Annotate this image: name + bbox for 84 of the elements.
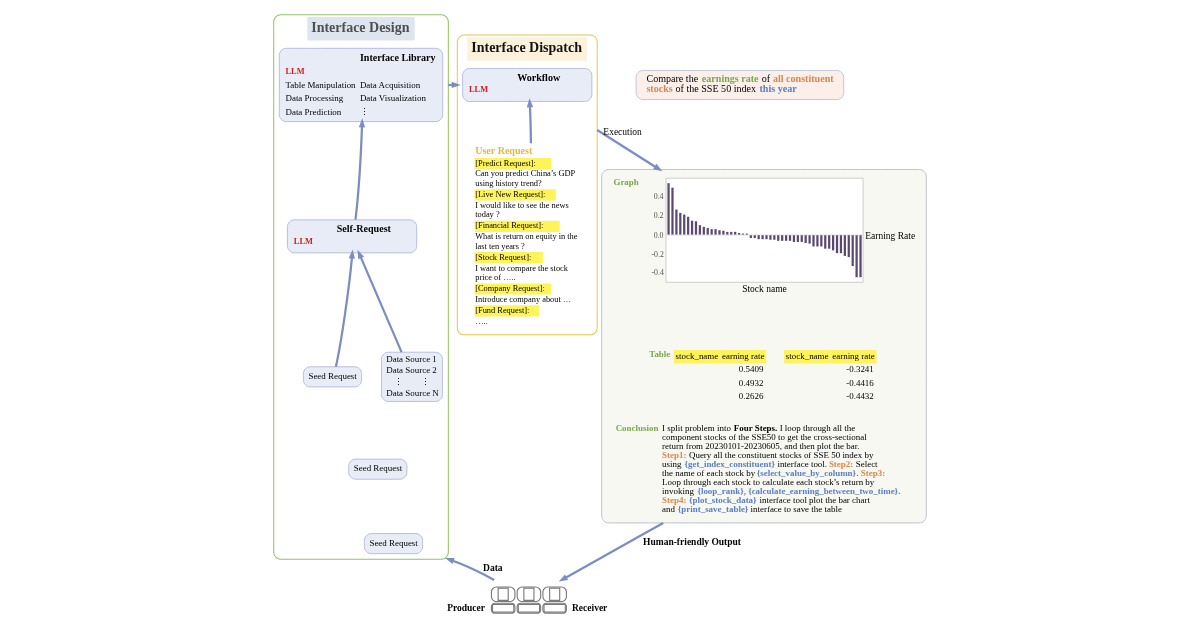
- x-axis-title: Stock name: [742, 284, 787, 295]
- label: Graph: [613, 176, 639, 187]
- bar: [796, 235, 799, 242]
- bar: [816, 235, 819, 247]
- label: Table: [649, 348, 671, 359]
- bar: [843, 235, 846, 256]
- node-label: What is return on equity in the: [475, 232, 578, 242]
- arrow: [354, 118, 366, 220]
- y-tick-label: 0.0: [653, 230, 664, 240]
- y-axis-title: Earning Rate: [865, 230, 916, 241]
- bar: [765, 235, 768, 240]
- node-box: Seed Request: [348, 458, 408, 480]
- node-box: Data Source 1 Data Source 2 ⋮ ⋮ Data Source N: [381, 351, 443, 402]
- bar: [824, 235, 827, 249]
- bar: [859, 235, 862, 278]
- bar: [781, 235, 784, 241]
- label: 0.2626: [738, 391, 764, 402]
- bar: [749, 235, 752, 239]
- node-label: …..: [475, 316, 488, 326]
- bar: [679, 212, 682, 235]
- bar: [788, 235, 792, 241]
- y-tick-label: -0.2: [651, 249, 664, 259]
- bar: [812, 235, 815, 247]
- bar: [694, 221, 698, 235]
- y-tick-label: -0.4: [651, 268, 664, 278]
- bar: [690, 220, 694, 235]
- arrow: [357, 249, 403, 353]
- bar: [839, 235, 843, 254]
- node-box: Self-Request LLM: [287, 219, 418, 254]
- bar: [671, 187, 674, 235]
- bar: [722, 230, 725, 235]
- arrow: [558, 521, 664, 582]
- node-label: User Request: [475, 144, 533, 156]
- node-box: Seed Request: [303, 366, 362, 388]
- bar: [761, 235, 764, 240]
- label: I split problem into Four Steps. I loop through all the component stocks of the SSE50 to get the cross-sectional return from 20230101-20230605, and then plot the bar. Step1: Query all the constituent stocks of SSE 50 index by using {get_index_constituent} interface tool. Step2: Select the name of each stock by {select_value_by_column}. Step3: Loop through each stock to calculate each stock’s return by invoking {loop_rank}, {calculate_earning_between_two_time}. Step4: {plot_stock_data} interface tool plot the bar chart and {print_save_table} interface to save the table: [662, 423, 901, 514]
- node-box: Interface Library LLM Table Manipulation Data Acquisition Data Processing Data Visualization Data Prediction ⋮: [278, 48, 444, 122]
- bar: [800, 235, 803, 242]
- y-tick-label: 0.2: [653, 211, 664, 221]
- y-tick-label: 0.4: [653, 192, 664, 202]
- bar: [718, 230, 721, 235]
- bar: [784, 235, 788, 241]
- bar: [769, 235, 772, 240]
- label: earning rate: [832, 350, 875, 361]
- bar: [667, 183, 670, 235]
- edge-label: Human-friendly Output: [643, 537, 742, 548]
- bar: [710, 229, 713, 235]
- label: -0.3241: [846, 364, 874, 375]
- bar: [698, 225, 702, 235]
- node-box: Seed Request: [364, 533, 423, 555]
- label: -0.4432: [846, 391, 874, 402]
- bar: [808, 235, 811, 244]
- bar: [726, 231, 729, 235]
- node-box: Compare the earnings rate of all constituent stocks of the SSE 50 index this year: [635, 70, 845, 100]
- node-label: Can you predict China’s GDP: [475, 169, 576, 179]
- bar: [855, 235, 858, 278]
- bar: [730, 231, 733, 235]
- bar: [753, 235, 756, 239]
- bar: [847, 235, 850, 258]
- bar: [777, 235, 780, 241]
- bar: [792, 235, 796, 242]
- arrow: [596, 129, 663, 172]
- label: 0.5409: [738, 364, 764, 375]
- node-box: Workflow LLM: [462, 68, 593, 102]
- label: 0.4932: [738, 377, 764, 388]
- edge-label: Execution: [603, 126, 642, 137]
- node-label: Producer: [447, 602, 486, 613]
- bar: [714, 229, 717, 235]
- node-label: Receiver: [572, 602, 608, 613]
- label: Conclusion: [615, 423, 659, 434]
- label: stock_name: [785, 350, 829, 361]
- bar: [828, 235, 831, 249]
- bar: [734, 231, 737, 235]
- label: earning rate: [722, 350, 765, 361]
- arrow: [526, 98, 534, 144]
- bar: [706, 227, 709, 235]
- bar: [835, 235, 839, 254]
- arrow: [334, 249, 355, 367]
- bar: [773, 235, 776, 240]
- label: stock_name: [675, 350, 719, 361]
- arrow: [445, 558, 495, 581]
- label: -0.4416: [846, 377, 874, 388]
- bar: [687, 216, 690, 235]
- edge-label: Data: [483, 562, 503, 573]
